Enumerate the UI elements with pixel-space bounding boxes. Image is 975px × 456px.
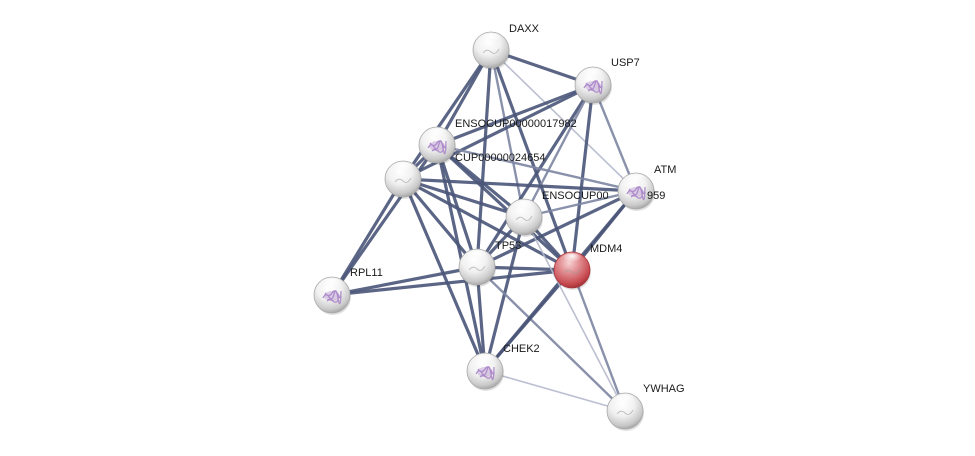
edge-e24654-tp53 — [401, 177, 479, 269]
edge-e17982-atm — [435, 143, 638, 193]
node-e24654[interactable] — [384, 160, 422, 199]
node-daxx[interactable] — [472, 31, 510, 70]
node-label-tail-e959: 959 — [647, 190, 665, 202]
edge-usp7-tp53 — [475, 83, 595, 269]
edge-e24654-rpl11 — [330, 177, 405, 297]
edge-usp7-e24654 — [401, 83, 595, 181]
edge-e17982-tp53 — [435, 143, 479, 269]
edge-mdm4-rpl11 — [330, 268, 574, 297]
node-e17982[interactable] — [418, 126, 456, 165]
edge-mdm4-ywhag — [570, 268, 627, 413]
edge-usp7-e959 — [522, 83, 595, 219]
node-label-usp7: USP7 — [611, 57, 640, 69]
edge-daxx-atm — [490, 49, 637, 192]
node-rpl11[interactable] — [313, 276, 351, 315]
edge-daxx-tp53 — [475, 48, 493, 269]
node-mdm4[interactable] — [553, 251, 591, 290]
edge-daxx-e959 — [489, 48, 526, 219]
node-label-daxx: DAXX — [509, 23, 540, 35]
edge-usp7-atm — [591, 83, 638, 193]
edge-e24654-e959 — [401, 177, 526, 219]
node-chek2[interactable] — [466, 352, 504, 391]
edge-daxx-e24654 — [401, 48, 493, 181]
node-e959[interactable] — [505, 198, 543, 237]
edge-e17982-rpl11 — [330, 143, 439, 297]
edge-usp7-e17982 — [435, 83, 595, 147]
node-tp53[interactable] — [458, 248, 496, 287]
node-ywhag[interactable] — [606, 392, 644, 431]
edge-e24654-atm — [401, 177, 638, 193]
node-label-e24654: CUP00000024654 — [455, 152, 546, 164]
node-label-ywhag: YWHAG — [643, 383, 685, 395]
node-label-rpl11: RPL11 — [350, 267, 383, 279]
edge-tp53-rpl11 — [330, 265, 479, 297]
edge-tp53-atm — [475, 189, 638, 269]
node-label-e959: ENSOCUP00 — [542, 190, 609, 202]
edge-e17982-mdm4 — [435, 143, 574, 272]
node-label-tp53: TP53 — [495, 240, 521, 252]
node-label-e17982: ENSOCUP00000017982 — [455, 118, 577, 130]
node-label-mdm4: MDM4 — [590, 243, 622, 255]
edge-tp53-ywhag — [475, 265, 627, 413]
edge-chek2-ywhag — [484, 370, 626, 412]
node-label-chek2: CHEK2 — [503, 343, 540, 355]
node-label-atm: ATM — [654, 164, 676, 176]
edge-daxx-mdm4 — [489, 48, 574, 272]
node-usp7[interactable] — [574, 66, 612, 105]
edge-e959-atm — [522, 189, 638, 219]
edge-e959-ywhag — [523, 216, 626, 412]
nodes-layer: DAXX USP7ENSOCUP00000017982CUP00000024654… — [313, 23, 685, 431]
node-atm[interactable] — [617, 172, 655, 211]
